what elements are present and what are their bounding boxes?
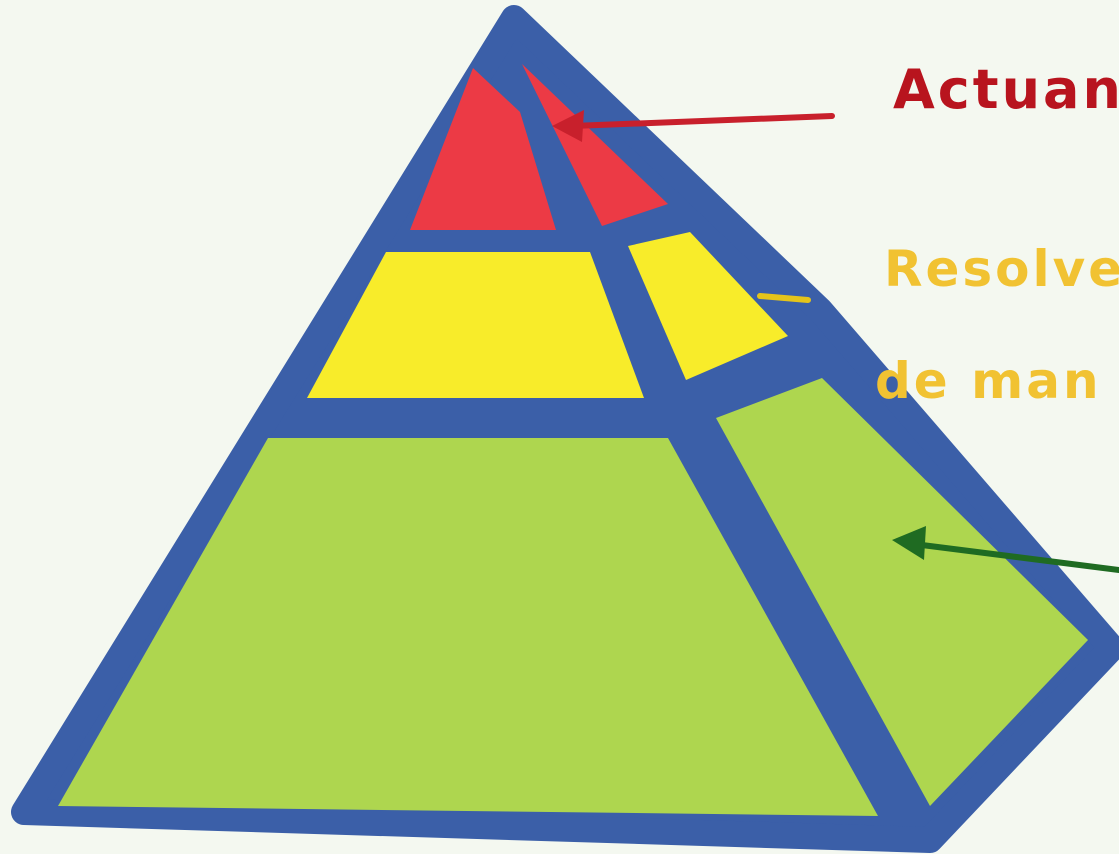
top-tier-label: Actuan (893, 58, 1119, 121)
yellow-arrow (760, 296, 808, 300)
middle-tier-label-line2: de man (875, 352, 1102, 410)
middle-tier-label-line1: Resolve (884, 240, 1119, 298)
